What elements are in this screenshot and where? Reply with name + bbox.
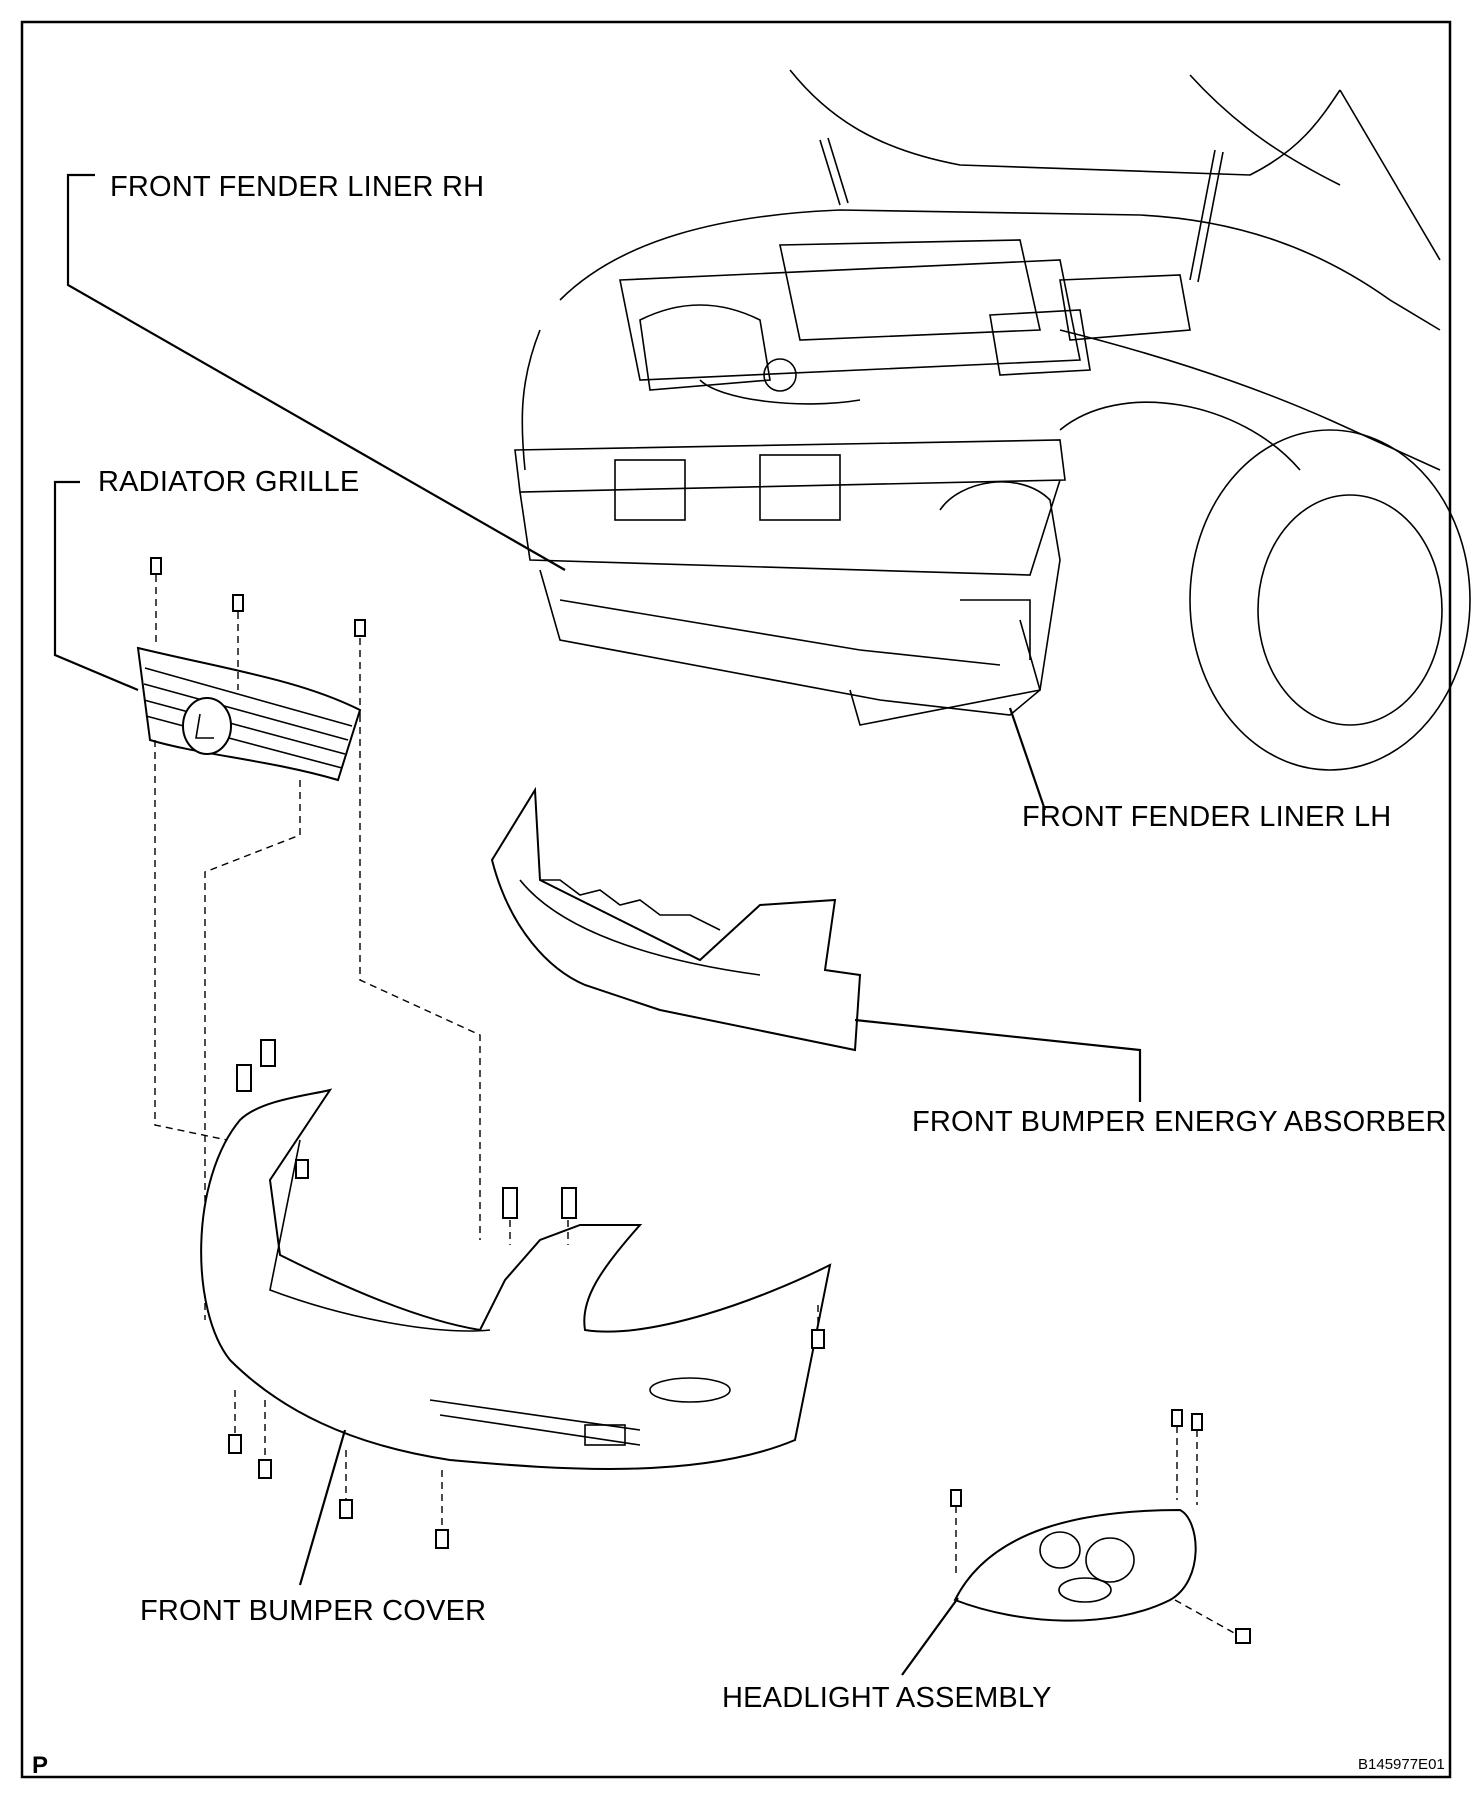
leader-fender-liner-lh bbox=[1008, 707, 1047, 811]
headlight-assembly-part bbox=[950, 1409, 1251, 1644]
label-front-bumper-cover: FRONT BUMPER COVER bbox=[140, 1595, 487, 1627]
label-headlight-assembly: HEADLIGHT ASSEMBLY bbox=[722, 1682, 1052, 1714]
leader-fender-liner-rh bbox=[66, 173, 566, 571]
radiator-grille-part bbox=[136, 646, 362, 782]
corner-mark: P bbox=[32, 1752, 49, 1779]
leader-energy-absorber bbox=[854, 1018, 1142, 1102]
bumper-clips bbox=[228, 1039, 825, 1549]
label-front-fender-liner-lh: FRONT FENDER LINER LH bbox=[1022, 801, 1392, 833]
label-front-bumper-energy-absorber: FRONT BUMPER ENERGY ABSORBER bbox=[912, 1106, 1447, 1138]
grille-screws bbox=[150, 557, 366, 715]
figure-code: B145977E01 bbox=[1358, 1756, 1445, 1773]
vehicle-front-drawing bbox=[514, 69, 1471, 771]
label-radiator-grille: RADIATOR GRILLE bbox=[98, 466, 360, 498]
leader-radiator-grille bbox=[53, 480, 139, 692]
leader-bumper-cover bbox=[298, 1429, 347, 1586]
label-front-fender-liner-rh: FRONT FENDER LINER RH bbox=[110, 171, 485, 203]
energy-absorber-part bbox=[490, 786, 862, 1052]
page-frame bbox=[20, 20, 1452, 1779]
front-bumper-cover-part bbox=[200, 1088, 832, 1470]
leader-headlight bbox=[901, 1597, 959, 1676]
